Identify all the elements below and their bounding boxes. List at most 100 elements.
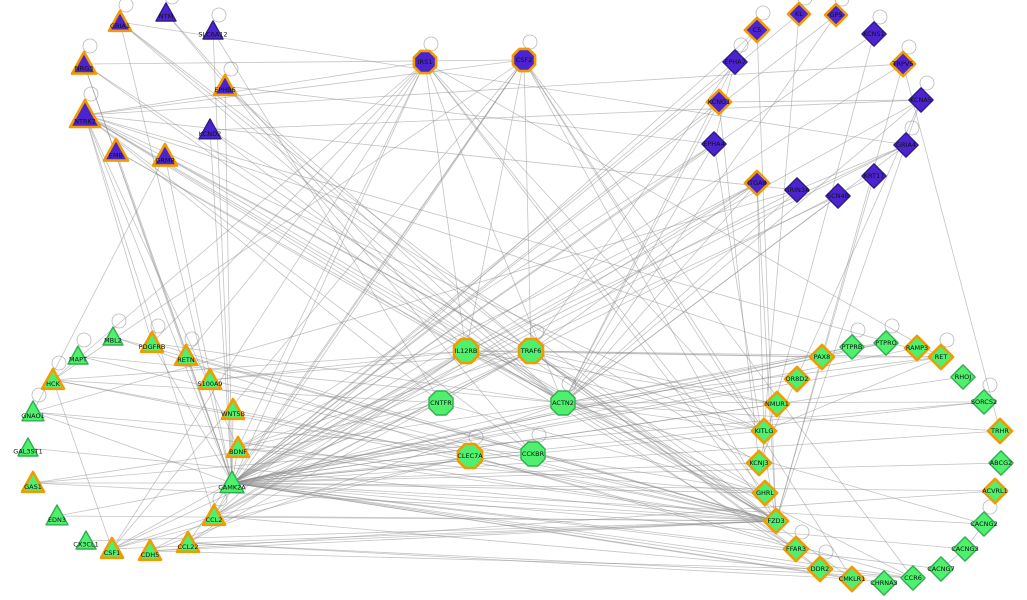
graph-edge[interactable] bbox=[165, 12, 467, 352]
graph-edge[interactable] bbox=[224, 85, 564, 404]
graph-edge[interactable] bbox=[756, 29, 777, 522]
graph-edge[interactable] bbox=[111, 350, 532, 550]
graph-edge[interactable] bbox=[112, 336, 471, 457]
graph-edge[interactable] bbox=[796, 144, 907, 191]
node-cacng3[interactable] bbox=[952, 536, 978, 562]
graph-edge[interactable] bbox=[187, 520, 777, 544]
node-bdnf[interactable] bbox=[225, 435, 251, 459]
graph-edge[interactable] bbox=[84, 114, 777, 522]
graph-edge[interactable] bbox=[718, 101, 760, 464]
graph-edge[interactable] bbox=[532, 453, 766, 494]
graph-edge[interactable] bbox=[213, 515, 914, 579]
node-s100a9[interactable] bbox=[197, 367, 223, 391]
self-loop-edge[interactable] bbox=[561, 376, 577, 392]
self-loop-edge[interactable] bbox=[797, 0, 813, 6]
self-loop-edge[interactable] bbox=[733, 37, 749, 53]
node-emb[interactable] bbox=[102, 137, 130, 162]
self-loop-edge[interactable] bbox=[51, 355, 67, 371]
graph-edge[interactable] bbox=[231, 482, 966, 550]
node-epha7[interactable] bbox=[722, 49, 748, 75]
graph-edge[interactable] bbox=[231, 482, 777, 522]
node-kcnd2[interactable] bbox=[198, 118, 222, 140]
graph-edge[interactable] bbox=[149, 550, 821, 570]
graph-edge[interactable] bbox=[209, 379, 777, 522]
graph-edge[interactable] bbox=[111, 61, 426, 550]
graph-edge[interactable] bbox=[530, 350, 778, 405]
graph-edge[interactable] bbox=[231, 347, 918, 484]
graph-edge[interactable] bbox=[718, 99, 922, 103]
self-loop-edge[interactable] bbox=[165, 0, 179, 5]
graph-edge[interactable] bbox=[562, 402, 985, 525]
graph-edge[interactable] bbox=[562, 356, 942, 404]
graph-edge[interactable] bbox=[32, 155, 166, 413]
node-pax8[interactable] bbox=[808, 343, 836, 371]
node-gria1[interactable] bbox=[107, 9, 133, 33]
node-csf2[interactable] bbox=[511, 47, 537, 73]
graph-edge[interactable] bbox=[231, 462, 760, 484]
graph-edge[interactable] bbox=[149, 490, 996, 552]
graph-edge[interactable] bbox=[562, 342, 887, 404]
node-ntrk2[interactable] bbox=[68, 98, 102, 129]
graph-edge[interactable] bbox=[237, 402, 442, 449]
self-loop-edge[interactable] bbox=[904, 120, 920, 136]
node-mbl2[interactable] bbox=[102, 326, 124, 346]
graph-edge[interactable] bbox=[77, 355, 564, 404]
graph-edge[interactable] bbox=[231, 482, 996, 492]
graph-edge[interactable] bbox=[530, 350, 765, 432]
node-slc6a12[interactable] bbox=[202, 20, 224, 40]
self-loop-edge[interactable] bbox=[982, 499, 998, 515]
node-fzd3[interactable] bbox=[762, 507, 790, 535]
graph-edge[interactable] bbox=[763, 356, 942, 432]
graph-edge[interactable] bbox=[32, 189, 798, 413]
graph-edge[interactable] bbox=[231, 144, 907, 484]
node-ghrl[interactable] bbox=[751, 479, 779, 507]
graph-edge[interactable] bbox=[231, 462, 1002, 484]
graph-edge[interactable] bbox=[84, 114, 765, 432]
graph-edge[interactable] bbox=[209, 350, 467, 381]
self-loop-edge[interactable] bbox=[184, 331, 200, 347]
self-loop-edge[interactable] bbox=[939, 332, 955, 348]
node-gria4[interactable] bbox=[893, 132, 919, 158]
self-loop-edge[interactable] bbox=[212, 491, 228, 507]
graph-edge[interactable] bbox=[440, 402, 766, 494]
node-edn3[interactable] bbox=[45, 504, 69, 526]
self-loop-edge[interactable] bbox=[82, 38, 98, 54]
graph-edge[interactable] bbox=[224, 85, 532, 352]
node-abcg2[interactable] bbox=[988, 450, 1014, 476]
node-cx3cl1[interactable] bbox=[75, 530, 97, 550]
graph-edge[interactable] bbox=[32, 411, 777, 522]
node-krt17[interactable] bbox=[861, 163, 887, 189]
node-csf1[interactable] bbox=[99, 536, 125, 560]
graph-edge[interactable] bbox=[231, 99, 922, 484]
node-ephb6[interactable] bbox=[212, 73, 238, 97]
node-wnt5b[interactable] bbox=[220, 397, 246, 421]
graph-edge[interactable] bbox=[465, 350, 765, 432]
graph-edge[interactable] bbox=[424, 61, 467, 352]
self-loop-edge[interactable] bbox=[531, 427, 547, 443]
graph-edge[interactable] bbox=[465, 350, 914, 579]
node-kcna5[interactable] bbox=[908, 87, 934, 113]
graph-edge[interactable] bbox=[231, 430, 765, 484]
graph-edge[interactable] bbox=[77, 355, 777, 522]
node-nrg3[interactable] bbox=[70, 50, 98, 75]
graph-edge[interactable] bbox=[115, 150, 233, 484]
node-traf6[interactable] bbox=[517, 337, 545, 365]
graph-edge[interactable] bbox=[231, 61, 426, 484]
graph-edge[interactable] bbox=[231, 401, 985, 484]
graph-edge[interactable] bbox=[237, 447, 777, 522]
graph-edge[interactable] bbox=[111, 59, 525, 550]
graph-edge[interactable] bbox=[84, 114, 798, 191]
node-kitlg[interactable] bbox=[750, 417, 778, 445]
node-ret[interactable] bbox=[927, 343, 955, 371]
graph-edge[interactable] bbox=[465, 350, 766, 494]
node-nmur1[interactable] bbox=[763, 390, 791, 418]
node-mapt[interactable] bbox=[67, 345, 89, 365]
graph-edge[interactable] bbox=[231, 482, 942, 570]
node-grin3a[interactable] bbox=[784, 177, 810, 203]
graph-edge[interactable] bbox=[530, 350, 942, 358]
self-loop-edge[interactable] bbox=[31, 387, 47, 403]
graph-edge[interactable] bbox=[562, 182, 758, 404]
graph-edge[interactable] bbox=[83, 63, 777, 522]
graph-edge[interactable] bbox=[151, 342, 777, 522]
node-gp5[interactable] bbox=[823, 2, 849, 28]
